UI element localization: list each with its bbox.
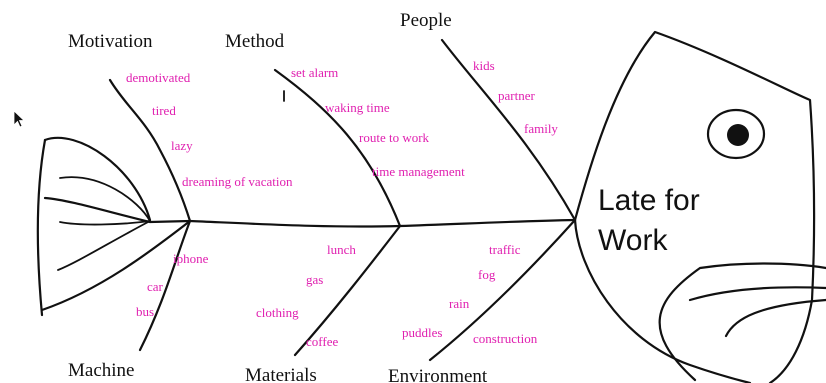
cause-label: dreaming of vacation [182,174,293,189]
problem-line-2: Work [598,224,668,257]
fish-head [573,30,826,383]
bone-materials [293,224,402,357]
cause-label: clothing [256,305,299,320]
spine [188,218,577,228]
bone-people [440,38,577,222]
cause-label: coffee [306,334,338,349]
cause-label: tired [152,103,176,118]
category-method: Method [225,31,285,52]
category-machine: Machine [68,360,134,381]
cause-label: demotivated [126,70,191,85]
cause-label: kids [473,58,495,73]
cause-label: waking time [325,100,390,115]
cause-label: iphone [173,251,209,266]
cause-label: partner [498,88,535,103]
cause-label: lazy [171,138,193,153]
pupil [727,124,749,146]
cause-label: traffic [489,242,521,257]
cause-label: set alarm [291,65,338,80]
mouse-pointer-icon [13,110,26,128]
bone-motivation [108,78,192,223]
cause-label: puddles [402,325,442,340]
category-environment: Environment [388,366,488,383]
cause-label: gas [306,272,323,287]
cause-label: construction [473,331,538,346]
bone-method [273,68,402,228]
cause-label: rain [449,296,470,311]
problem-line-1: Late for [598,184,700,217]
category-materials: Materials [245,365,317,383]
fish-tail [36,136,192,317]
bone-machine [138,219,192,352]
category-people: People [400,10,452,31]
bone-environment [428,218,577,362]
cause-label: fog [478,267,496,282]
cause-label: lunch [327,242,356,257]
cause-label: time management [372,164,465,179]
cause-label: family [524,121,558,136]
cause-label: route to work [359,130,430,145]
cause-label: car [147,279,164,294]
category-motivation: Motivation [68,31,153,52]
cause-label: bus [136,304,154,319]
eye-outline [706,108,766,160]
